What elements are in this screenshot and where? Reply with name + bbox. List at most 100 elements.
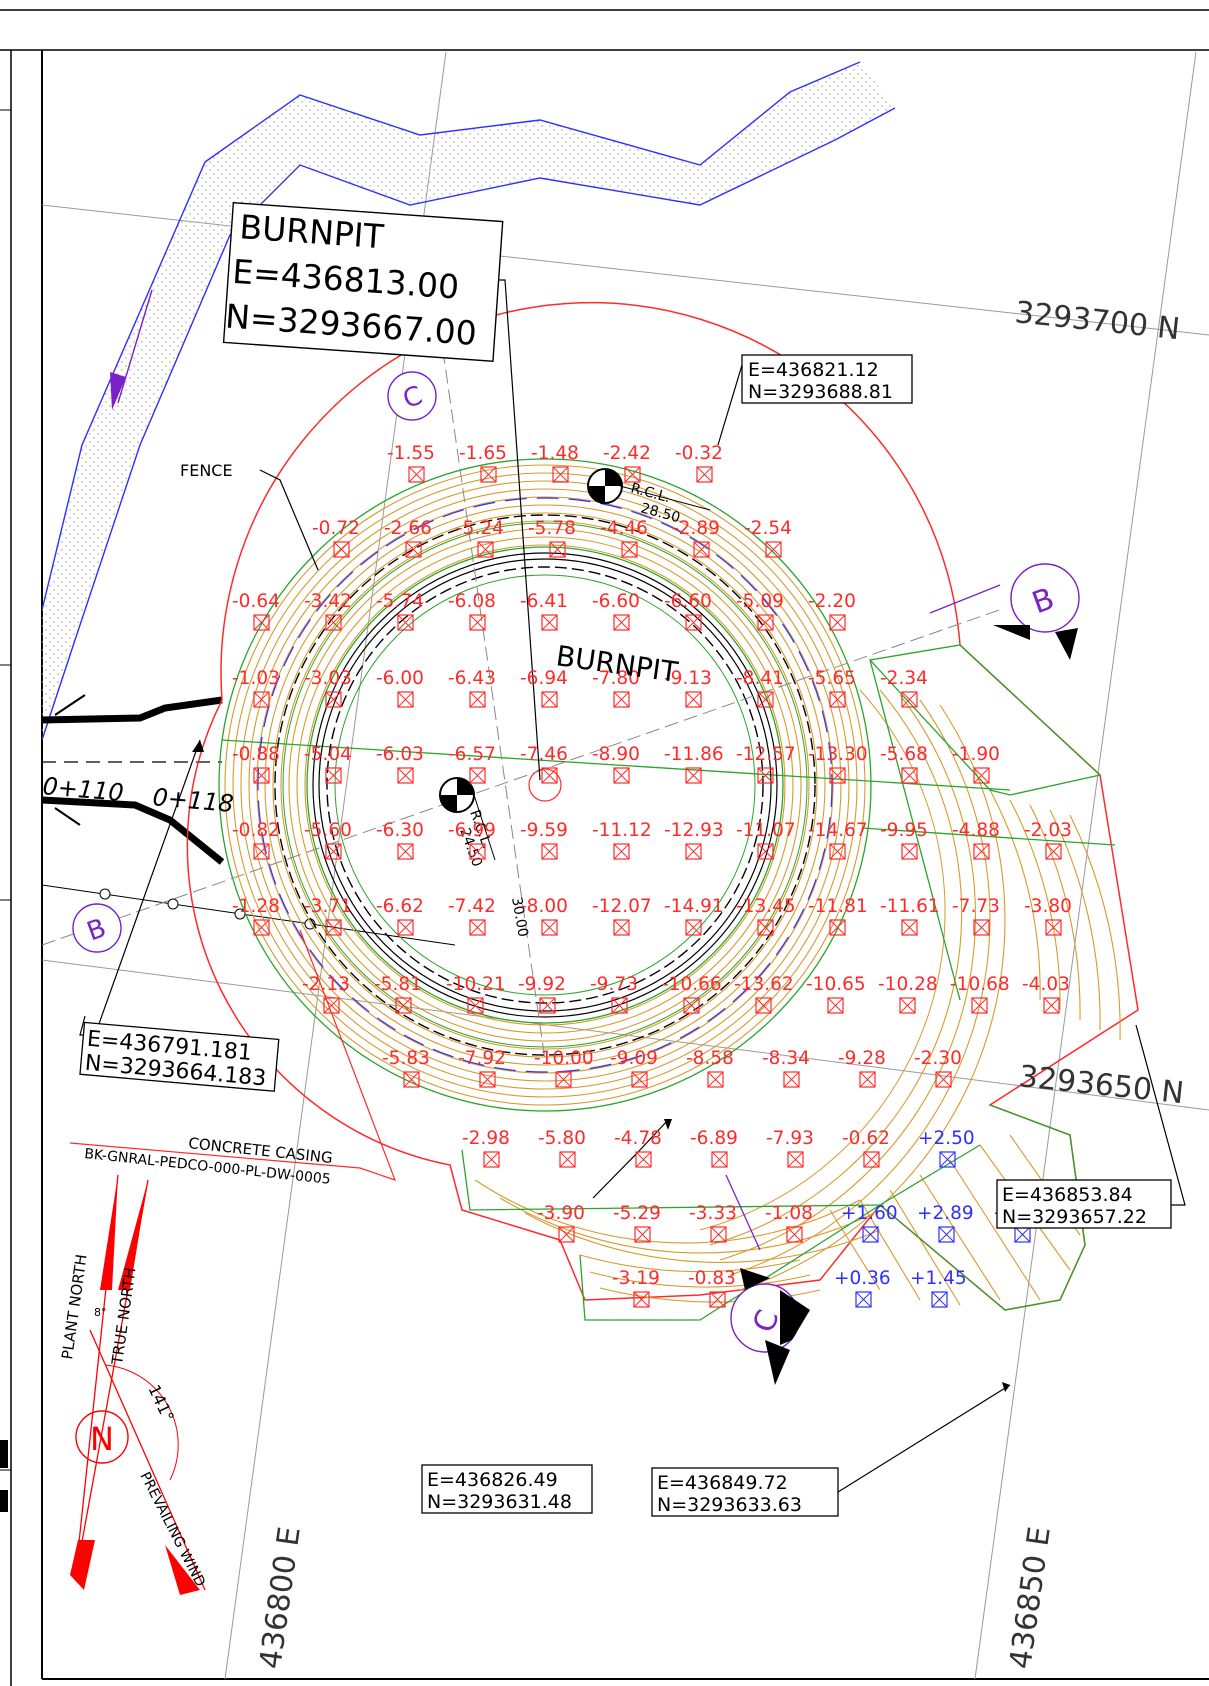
- spot-level-cross: [613, 691, 630, 708]
- spot-level-cross: [613, 614, 630, 631]
- spot-level-marker: [611, 997, 628, 1014]
- elevation-value: -1.03: [232, 668, 280, 689]
- concrete-casing-leader: [69, 929, 397, 1181]
- coord-bottom-mid-e: E=436849.72: [657, 1472, 788, 1494]
- grid-label-n-top: 3293700 N: [1013, 295, 1181, 347]
- elevation-value: -10.65: [806, 974, 866, 995]
- spot-level-cross: [827, 997, 844, 1014]
- spot-level-marker: [541, 767, 558, 784]
- section-marker-c-top: C: [387, 371, 437, 421]
- spot-level-marker: [685, 767, 702, 784]
- spot-level-cross: [971, 997, 988, 1014]
- spot-level-cross: [469, 767, 486, 784]
- elevation-value: -5.83: [382, 1048, 430, 1069]
- spot-level-marker: [558, 1226, 575, 1243]
- elevation-value: -9.13: [664, 668, 712, 689]
- spot-level-marker: [1045, 843, 1062, 860]
- elevation-value: -7.93: [766, 1128, 814, 1149]
- elevation-value: -5.09: [736, 591, 784, 612]
- elevation-value: -7.73: [952, 896, 1000, 917]
- spot-level-cross: [901, 767, 918, 784]
- elevation-value: -9.73: [590, 974, 638, 995]
- elevation-value: +2.89: [917, 1203, 974, 1224]
- spot-level-cross: [757, 614, 774, 631]
- pit-diameter-dimension: 30.00: [508, 896, 531, 938]
- spot-level-marker: [634, 1226, 651, 1243]
- angle-small-label: 8°: [94, 1306, 107, 1319]
- spot-level-cross: [683, 997, 700, 1014]
- spot-level-cross: [397, 691, 414, 708]
- elevation-value: -5.65: [808, 668, 856, 689]
- spot-level-cross: [397, 767, 414, 784]
- coord-box-bottom-right: E=436853.84 N=3293657.22: [996, 1179, 1172, 1229]
- elevation-value: -3.80: [1024, 896, 1072, 917]
- spot-level-marker: [973, 919, 990, 936]
- spot-level-cross: [693, 541, 710, 558]
- elevation-value: -11.12: [592, 820, 652, 841]
- spot-level-marker: [397, 843, 414, 860]
- spot-level-marker: [539, 997, 556, 1014]
- spot-level-cross: [757, 919, 774, 936]
- elevation-value: -5.80: [538, 1128, 586, 1149]
- elevation-value: -6.43: [448, 668, 496, 689]
- section-marker-c-bottom: C: [730, 1268, 810, 1385]
- spot-level-marker: [403, 1071, 420, 1088]
- spot-level-marker: [635, 1151, 652, 1168]
- elevation-value: -7.42: [448, 896, 496, 917]
- spot-level-marker: [829, 919, 846, 936]
- spot-level-marker: [829, 843, 846, 860]
- spot-level-marker: [325, 919, 342, 936]
- coord-bottom-mid-n: N=3293633.63: [657, 1494, 802, 1516]
- spot-level-cross: [757, 691, 774, 708]
- spot-level-marker: [483, 1151, 500, 1168]
- elevation-value: -0.32: [675, 443, 723, 464]
- spot-level-cross: [757, 767, 774, 784]
- elevation-value: +2.50: [918, 1128, 975, 1149]
- spot-level-marker: [397, 691, 414, 708]
- spot-level-cross: [613, 843, 630, 860]
- elevation-value: -8.34: [762, 1048, 810, 1069]
- spot-level-cross: [541, 919, 558, 936]
- coord-bottom-left-n: N=3293631.48: [427, 1491, 572, 1513]
- north-arrow-icon: N PLANT NORTH TRUE NORTH 8° 141° PREVAIL…: [58, 1174, 208, 1595]
- elevation-value: -4.78: [614, 1128, 662, 1149]
- north-letter: N: [90, 1420, 114, 1458]
- plant-north-label: PLANT NORTH: [58, 1253, 91, 1360]
- spot-level-marker: [859, 1071, 876, 1088]
- elevation-value: -6.60: [592, 591, 640, 612]
- elevation-value: -13.30: [808, 744, 868, 765]
- spot-level-cross: [711, 1151, 728, 1168]
- elevation-value: -6.41: [520, 591, 568, 612]
- spot-level-cross: [633, 1291, 650, 1308]
- spot-level-marker: [901, 691, 918, 708]
- spot-level-cross: [685, 843, 702, 860]
- spot-level-cross: [787, 1151, 804, 1168]
- spot-level-cross: [709, 1291, 726, 1308]
- spot-level-cross: [631, 1071, 648, 1088]
- spot-level-cross: [901, 843, 918, 860]
- spot-level-marker: [783, 1071, 800, 1088]
- spot-level-marker: [855, 1291, 872, 1308]
- spot-level-marker: [613, 767, 630, 784]
- elevation-value: -6.08: [448, 591, 496, 612]
- spot-level-marker: [325, 691, 342, 708]
- spot-level-marker: [862, 1226, 879, 1243]
- spot-level-cross: [863, 1151, 880, 1168]
- spot-level-cross: [325, 919, 342, 936]
- elevation-value: -6.00: [376, 668, 424, 689]
- spot-level-marker: [827, 997, 844, 1014]
- slope-breaklines: [218, 458, 1116, 1321]
- elevation-value: -4.03: [1022, 974, 1070, 995]
- spot-level-cross: [541, 843, 558, 860]
- spot-level-marker: [397, 767, 414, 784]
- elevation-value: -5.78: [528, 518, 576, 539]
- elevation-value: +0.36: [834, 1268, 891, 1289]
- coord-box-bottom-mid: E=436849.72 N=3293633.63: [651, 1467, 839, 1517]
- spot-level-cross: [541, 614, 558, 631]
- elevation-value: -1.08: [765, 1203, 813, 1224]
- spot-level-cross: [707, 1071, 724, 1088]
- spot-level-cross: [559, 1151, 576, 1168]
- spot-level-cross: [397, 614, 414, 631]
- spot-level-marker: [757, 691, 774, 708]
- spot-level-marker: [253, 843, 270, 860]
